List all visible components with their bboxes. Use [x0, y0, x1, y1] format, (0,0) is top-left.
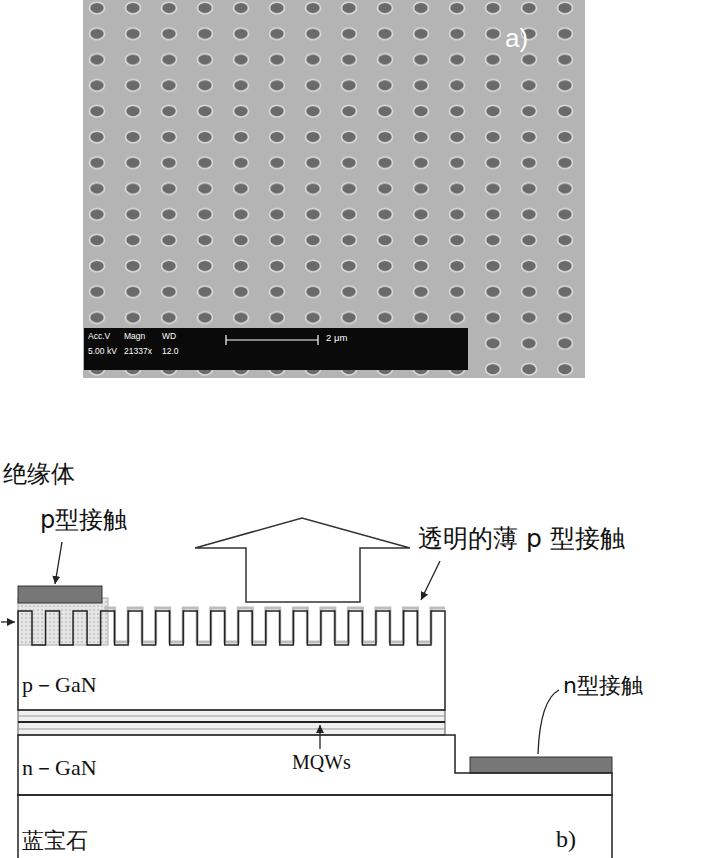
layer-outline — [18, 795, 612, 858]
leader-arrow — [55, 542, 62, 584]
p-gan-layer: p－GaN — [18, 608, 445, 710]
scale-length: 2 μm — [326, 333, 347, 344]
layer-label: n－GaN — [22, 755, 97, 780]
scale-bar — [226, 335, 318, 345]
leader-arrow — [319, 725, 320, 749]
panel-letter: b) — [556, 826, 576, 854]
sem-photo — [83, 0, 585, 378]
part-name: MQWs — [292, 751, 351, 774]
scale-bar-box — [84, 328, 468, 370]
scale-bar-text: Acc.V — [88, 332, 110, 342]
layer-label: 蓝宝石 — [22, 828, 88, 853]
layer-shape — [18, 795, 612, 858]
n-contact-pad — [470, 757, 612, 773]
leader-line — [538, 690, 559, 754]
photonic-crystal-holes — [83, 0, 585, 378]
sapphire-substrate: 蓝宝石 — [18, 795, 612, 858]
scale-bar-text: 12.0 — [162, 347, 179, 357]
leader-arrow — [421, 561, 440, 600]
leader-arrow — [1, 621, 15, 622]
mqw-line — [18, 721, 445, 723]
mqw-line — [18, 716, 445, 717]
scale-bar-text: 21337x — [124, 347, 152, 357]
light-emission-arrow — [195, 518, 410, 602]
p-contact-pad — [18, 586, 102, 603]
part-name: p型接触 — [40, 507, 127, 535]
layer-shape — [18, 735, 612, 795]
panel-letter: a) — [505, 24, 528, 54]
scale-bar-text: 5.00 kV — [88, 347, 117, 357]
part-name: 绝缘体 — [3, 461, 75, 489]
scale-bar-text: Magn — [124, 332, 145, 342]
layer-label: p－GaN — [22, 672, 97, 697]
mqw-line — [18, 729, 445, 730]
mqw-band — [18, 710, 445, 735]
part-name: 透明的薄 p 型接触 — [418, 525, 625, 554]
part-name: n型接触 — [563, 673, 643, 698]
scale-bar-text: WD — [162, 332, 176, 342]
layer-shape — [18, 611, 445, 710]
